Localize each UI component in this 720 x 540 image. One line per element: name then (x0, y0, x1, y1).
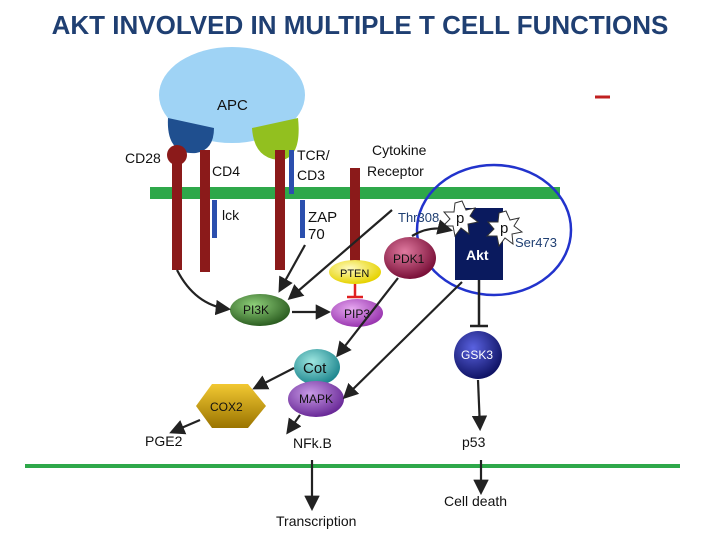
pi3k-label: PI3K (243, 303, 269, 317)
nfkb-label: NFk.B (293, 435, 332, 451)
apc-label: APC (217, 97, 248, 114)
phospho-star-thr308 (441, 200, 480, 238)
phospho-label-2: p (500, 220, 508, 237)
zap70-label-1: ZAP (308, 209, 337, 226)
cd4-cap (167, 118, 214, 154)
akt-label: Akt (466, 247, 489, 263)
cd4-label: CD4 (212, 163, 240, 179)
arrow-zap70-to-pi3k (278, 244, 306, 293)
lck-label: lck (222, 207, 240, 223)
zap70-label-2: 70 (308, 226, 325, 243)
akt-highlight-circle (415, 163, 573, 297)
cd28-receptor (172, 155, 182, 270)
gsk3-label: GSK3 (461, 348, 493, 362)
cd28-label: CD28 (125, 150, 161, 166)
cytokine-receptor (350, 168, 360, 271)
arrow-pdk1-to-akt (411, 219, 453, 237)
cot-label: Cot (303, 360, 327, 377)
zap70-bar (300, 200, 305, 238)
tcr-receptor (275, 150, 285, 270)
pdk1-label: PDK1 (393, 252, 425, 266)
tcr-cap (252, 118, 299, 160)
cytokine-label-1: Cytokine (372, 142, 427, 158)
transcription-label: Transcription (276, 513, 356, 529)
phospho-label-1: p (456, 210, 464, 227)
cytokine-label-2: Receptor (367, 163, 424, 179)
arrow-cox2-to-pge2 (169, 418, 201, 435)
pi3k-node (230, 294, 290, 326)
tcr-label-2: CD3 (297, 167, 325, 183)
arrow-akt-to-mapk (342, 281, 463, 400)
arrow-cot-to-cox2 (252, 367, 295, 390)
pip3-label: PIP3 (344, 307, 370, 321)
bottom-membrane (25, 464, 680, 468)
gsk3-node (454, 331, 502, 379)
cox2-label: COX2 (210, 400, 243, 414)
mapk-label: MAPK (299, 392, 333, 406)
pdk1-node (384, 237, 436, 279)
mapk-node (288, 381, 344, 417)
arrow-gsk3-to-p53 (471, 379, 488, 432)
ser473-label: Ser473 (515, 235, 557, 250)
arrow-pdk1-to-cot (336, 277, 399, 358)
cd3-bar (289, 150, 294, 194)
p53-label: p53 (462, 434, 486, 450)
pten-node (329, 260, 381, 284)
apc-cell (159, 47, 305, 143)
cd4-receptor (200, 150, 210, 272)
diagram-title: AKT INVOLVED IN MULTIPLE T CELL FUNCTION… (51, 10, 669, 40)
cot-node (294, 349, 340, 385)
pge2-label: PGE2 (145, 433, 183, 449)
phospho-star-ser473 (485, 210, 524, 248)
arrow-cd28-to-pi3k (176, 269, 232, 316)
pip3-node (331, 299, 383, 327)
tcr-label-1: TCR/ (297, 147, 330, 163)
thr308-label: Thr308 (398, 210, 439, 225)
arrow-mapk-to-nfkb (286, 414, 302, 435)
arrow-cytokine-to-pi3k (287, 209, 393, 301)
cox2-node (196, 384, 266, 428)
pten-label: PTEN (340, 268, 369, 280)
cell-death-label: Cell death (444, 493, 507, 509)
lck-bar (212, 200, 217, 238)
